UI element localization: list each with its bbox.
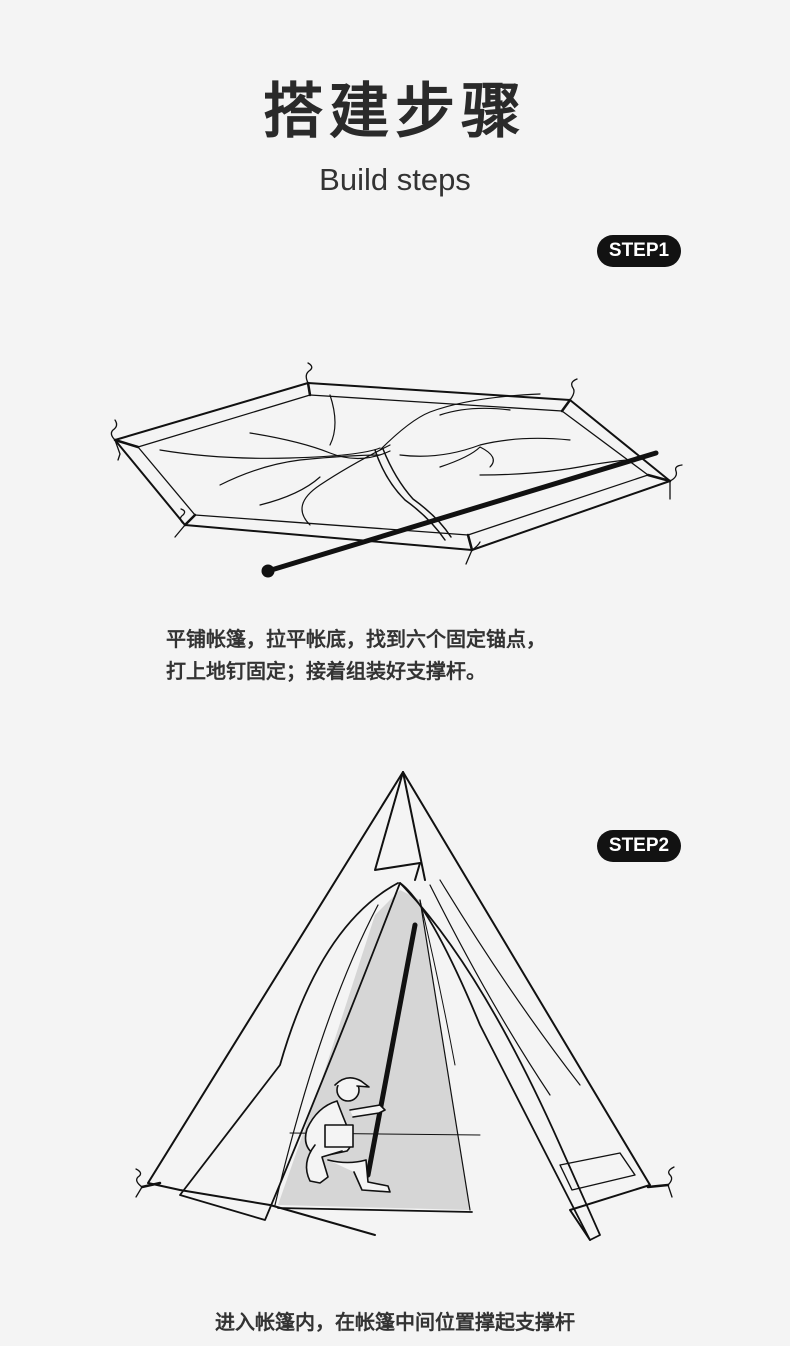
step2-badge: STEP2 — [597, 830, 681, 862]
step1-badge: STEP1 — [597, 235, 681, 267]
flat-tent-illustration — [110, 362, 683, 578]
step1-line-1: 平铺帐篷，拉平帐底，找到六个固定锚点， — [166, 627, 546, 651]
step2-line-1: 进入帐篷内，在帐篷中间位置撑起支撑杆 — [215, 1310, 575, 1334]
step2-description: 进入帐篷内，在帐篷中间位置撑起支撑杆 — [0, 1306, 790, 1338]
step1-description: 平铺帐篷，拉平帐底，找到六个固定锚点， 打上地钉固定；接着组装好支撑杆。 — [166, 623, 636, 687]
page-subtitle: Build steps — [319, 162, 471, 197]
page-title: 搭建步骤 — [263, 77, 527, 147]
step1-line-2: 打上地钉固定；接着组装好支撑杆。 — [166, 659, 486, 683]
teepee-tent-illustration — [135, 771, 675, 1241]
